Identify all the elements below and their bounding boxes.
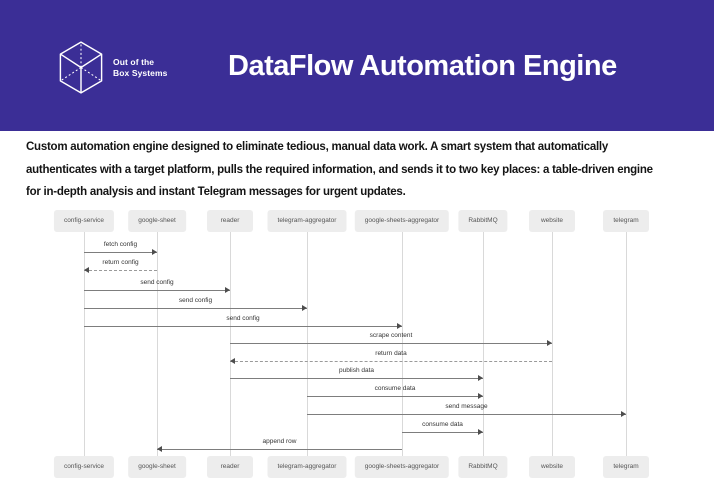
arrowhead-icon: [152, 249, 157, 255]
arrowhead-icon: [397, 323, 402, 329]
message-label: send config: [140, 279, 174, 286]
arrowhead-icon: [302, 305, 307, 311]
lifeline-google-sheets-aggregator-line: [402, 232, 403, 456]
lifeline-reader-footer-box: reader: [207, 456, 253, 478]
header-banner: Out of the Box Systems DataFlow Automati…: [0, 0, 714, 131]
lifeline-telegram-aggregator-line: [307, 232, 308, 456]
message-line: [230, 343, 552, 344]
message-line: [84, 270, 157, 271]
lifeline-google-sheets-aggregator-footer-box: google-sheets-aggregator: [354, 456, 450, 478]
description-line: for in-depth analysis and instant Telegr…: [26, 186, 406, 198]
lifeline-telegram-footer-box: telegram: [603, 456, 649, 478]
message-label: scrape content: [369, 332, 413, 339]
lifeline-reader-header-box: reader: [207, 210, 253, 232]
message-line: [230, 378, 483, 379]
message-label: send message: [445, 403, 488, 410]
lifeline-config-service-header-box: config-service: [53, 210, 115, 232]
lifeline-website-line: [552, 232, 553, 456]
message-line: [84, 308, 307, 309]
page-title: DataFlow Automation Engine: [228, 50, 617, 82]
message-line: [230, 361, 552, 362]
lifeline-RabbitMQ-footer-box: RabbitMQ: [458, 456, 508, 478]
logo: Out of the Box Systems: [58, 40, 168, 95]
lifeline-website-header-box: website: [529, 210, 575, 232]
message-label: consume data: [422, 421, 463, 428]
message-label: fetch config: [103, 241, 138, 248]
lifeline-config-service-footer-box: config-service: [53, 456, 115, 478]
message-label: consume data: [374, 385, 416, 392]
lifeline-reader-line: [230, 232, 231, 456]
lifeline-google-sheets-aggregator-header-box: google-sheets-aggregator: [354, 210, 450, 232]
message-line: [307, 396, 483, 397]
lifeline-telegram-header-box: telegram: [603, 210, 649, 232]
message-label: return data: [375, 350, 407, 357]
lifeline-RabbitMQ-line: [483, 232, 484, 456]
cube-logo-icon: [59, 41, 103, 94]
message-line: [84, 252, 157, 253]
description-paragraph: Custom automation engine designed to eli…: [26, 136, 653, 204]
message-line: [84, 326, 402, 327]
lifeline-website-footer-box: website: [529, 456, 575, 478]
message-line: [307, 414, 626, 415]
logo-text-line2: Box Systems: [113, 67, 168, 78]
arrowhead-icon: [478, 375, 483, 381]
arrowhead-icon: [478, 429, 483, 435]
message-label: return config: [102, 259, 139, 266]
logo-text: Out of the Box Systems: [113, 57, 168, 78]
lifeline-config-service-line: [84, 232, 85, 456]
message-label: send config: [226, 315, 260, 322]
message-label: append row: [262, 438, 297, 445]
message-label: publish data: [338, 367, 375, 374]
arrowhead-icon: [478, 393, 483, 399]
lifeline-telegram-aggregator-header-box: telegram-aggregator: [267, 210, 347, 232]
arrowhead-icon: [225, 287, 230, 293]
lifeline-RabbitMQ-header-box: RabbitMQ: [458, 210, 508, 232]
arrowhead-icon: [84, 267, 89, 273]
message-line: [402, 432, 483, 433]
message-line: [157, 449, 402, 450]
lifeline-google-sheet-line: [157, 232, 158, 456]
lifeline-telegram-aggregator-footer-box: telegram-aggregator: [267, 456, 347, 478]
arrowhead-icon: [230, 358, 235, 364]
message-label: send config: [178, 297, 213, 304]
description-line: Custom automation engine designed to eli…: [26, 141, 609, 153]
message-line: [84, 290, 230, 291]
arrowhead-icon: [157, 446, 162, 452]
arrowhead-icon: [621, 411, 626, 417]
lifeline-google-sheet-footer-box: google-sheet: [128, 456, 186, 478]
arrowhead-icon: [547, 340, 552, 346]
description-line: authenticates with a target platform, pu…: [26, 163, 653, 176]
lifeline-telegram-line: [626, 232, 627, 456]
lifeline-google-sheet-header-box: google-sheet: [128, 210, 186, 232]
logo-text-line1: Out of the: [113, 57, 155, 67]
